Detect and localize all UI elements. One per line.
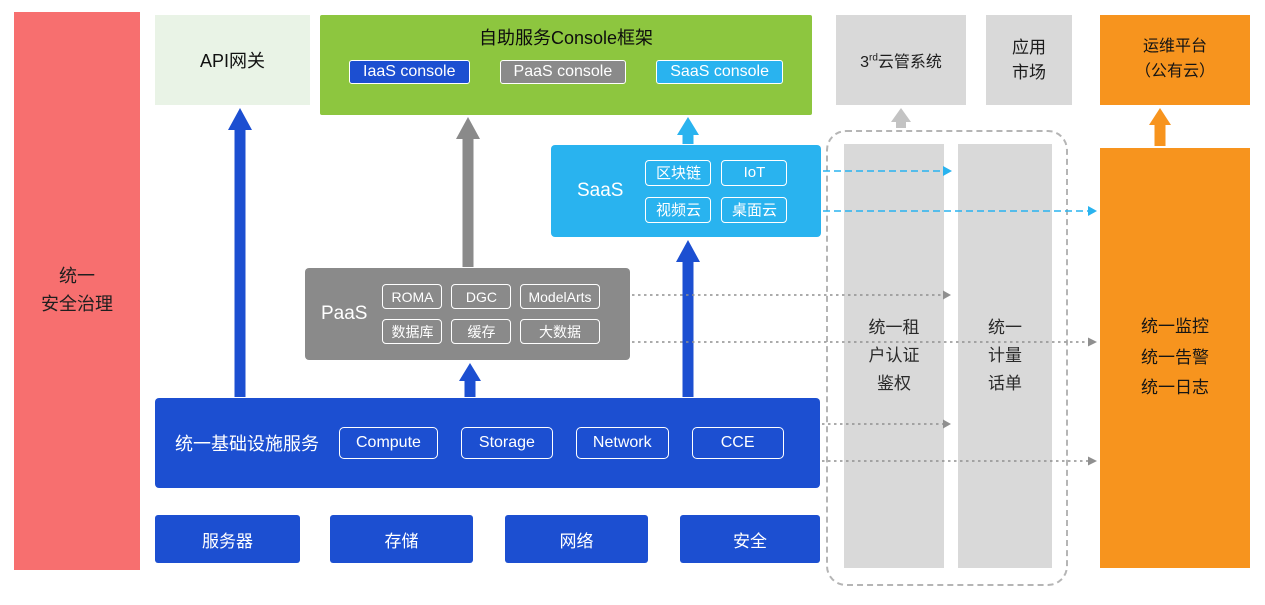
arrow-to-third-party-cloud — [891, 108, 911, 128]
paas-chip-database: 数据库 — [382, 319, 443, 344]
tenant-auth-bar: 统一租 户认证 鉴权 — [844, 144, 944, 568]
om-platform-box: 运维平台 （公有云） — [1100, 15, 1250, 105]
app-market-label: 应用 市场 — [1012, 37, 1046, 83]
tenant-auth-label: 统一租 户认证 鉴权 — [868, 317, 920, 394]
console-framework-title: 自助服务Console框架 — [478, 28, 654, 48]
arrow-paas-to-console — [456, 117, 480, 267]
iaas-layer-box: 统一基础设施服务 Compute Storage Network CCE — [155, 398, 820, 488]
paas-layer-label: PaaS — [321, 303, 368, 324]
saas-chip-blockchain: 区块链 — [645, 159, 712, 186]
iaas-console-button: IaaS console — [349, 60, 470, 84]
hardware-box-storage: 存储 — [330, 515, 473, 563]
saas-console-button: SaaS console — [656, 60, 783, 84]
saas-chip-desktop-cloud: 桌面云 — [721, 196, 788, 223]
shared-services-dashed-frame — [826, 130, 1068, 586]
hardware-box-server: 服务器 — [155, 515, 300, 563]
api-gateway-box: API网关 — [155, 15, 310, 105]
arrow-iaas-to-saas — [676, 240, 700, 397]
paas-layer-box: PaaS ROMA DGC ModelArts 数据库 缓存 大数据 — [305, 268, 630, 360]
app-market-box: 应用 市场 — [986, 15, 1072, 105]
paas-chip-roma: ROMA — [382, 284, 443, 309]
arrow-iaas-to-api-gateway — [228, 108, 252, 397]
saas-chip-grid: 区块链 IoT 视频云 桌面云 — [645, 159, 788, 223]
saas-layer-box: SaaS 区块链 IoT 视频云 桌面云 — [551, 145, 821, 237]
metering-billing-bar: 统一 计量 话单 — [958, 144, 1052, 568]
paas-chip-grid: ROMA DGC ModelArts 数据库 缓存 大数据 — [382, 284, 600, 344]
paas-chip-dgc: DGC — [451, 284, 512, 309]
paas-chip-modelarts: ModelArts — [520, 284, 600, 309]
iaas-chip-network: Network — [575, 427, 669, 459]
iaas-chip-storage: Storage — [460, 427, 553, 459]
arrow-to-om-platform — [1149, 108, 1171, 146]
paas-console-button: PaaS console — [499, 60, 627, 84]
hardware-box-network: 网络 — [505, 515, 648, 563]
arrow-saas-to-console — [677, 117, 699, 144]
metering-billing-label: 统一 计量 话单 — [988, 317, 1022, 394]
monitoring-alarm-log-bar: 统一监控 统一告警 统一日志 — [1100, 148, 1250, 568]
om-platform-label: 运维平台 （公有云） — [1134, 38, 1215, 80]
arrow-iaas-to-paas — [459, 363, 481, 397]
saas-layer-label: SaaS — [577, 180, 624, 201]
iaas-layer-label: 统一基础设施服务 — [175, 434, 319, 454]
paas-chip-cache: 缓存 — [451, 319, 512, 344]
third-party-cloud-box: 3rd云管系统 — [836, 15, 966, 105]
paas-chip-bigdata: 大数据 — [520, 319, 600, 344]
security-governance-label: 统一 安全治理 — [41, 266, 113, 314]
console-button-row: IaaS console PaaS console SaaS console — [320, 60, 812, 84]
iaas-chip-row: Compute Storage Network CCE — [339, 427, 784, 459]
saas-chip-iot: IoT — [721, 159, 788, 186]
hardware-box-security: 安全 — [680, 515, 820, 563]
iaas-chip-compute: Compute — [339, 427, 438, 459]
security-governance-bar: 统一 安全治理 — [14, 12, 140, 570]
saas-chip-video-cloud: 视频云 — [645, 196, 712, 223]
iaas-chip-cce: CCE — [691, 427, 784, 459]
monitoring-alarm-log-label: 统一监控 统一告警 统一日志 — [1141, 317, 1209, 398]
api-gateway-label: API网关 — [199, 51, 265, 71]
third-party-cloud-label: 3rd云管系统 — [860, 52, 942, 71]
console-framework-box: 自助服务Console框架 IaaS console PaaS console … — [320, 15, 812, 115]
